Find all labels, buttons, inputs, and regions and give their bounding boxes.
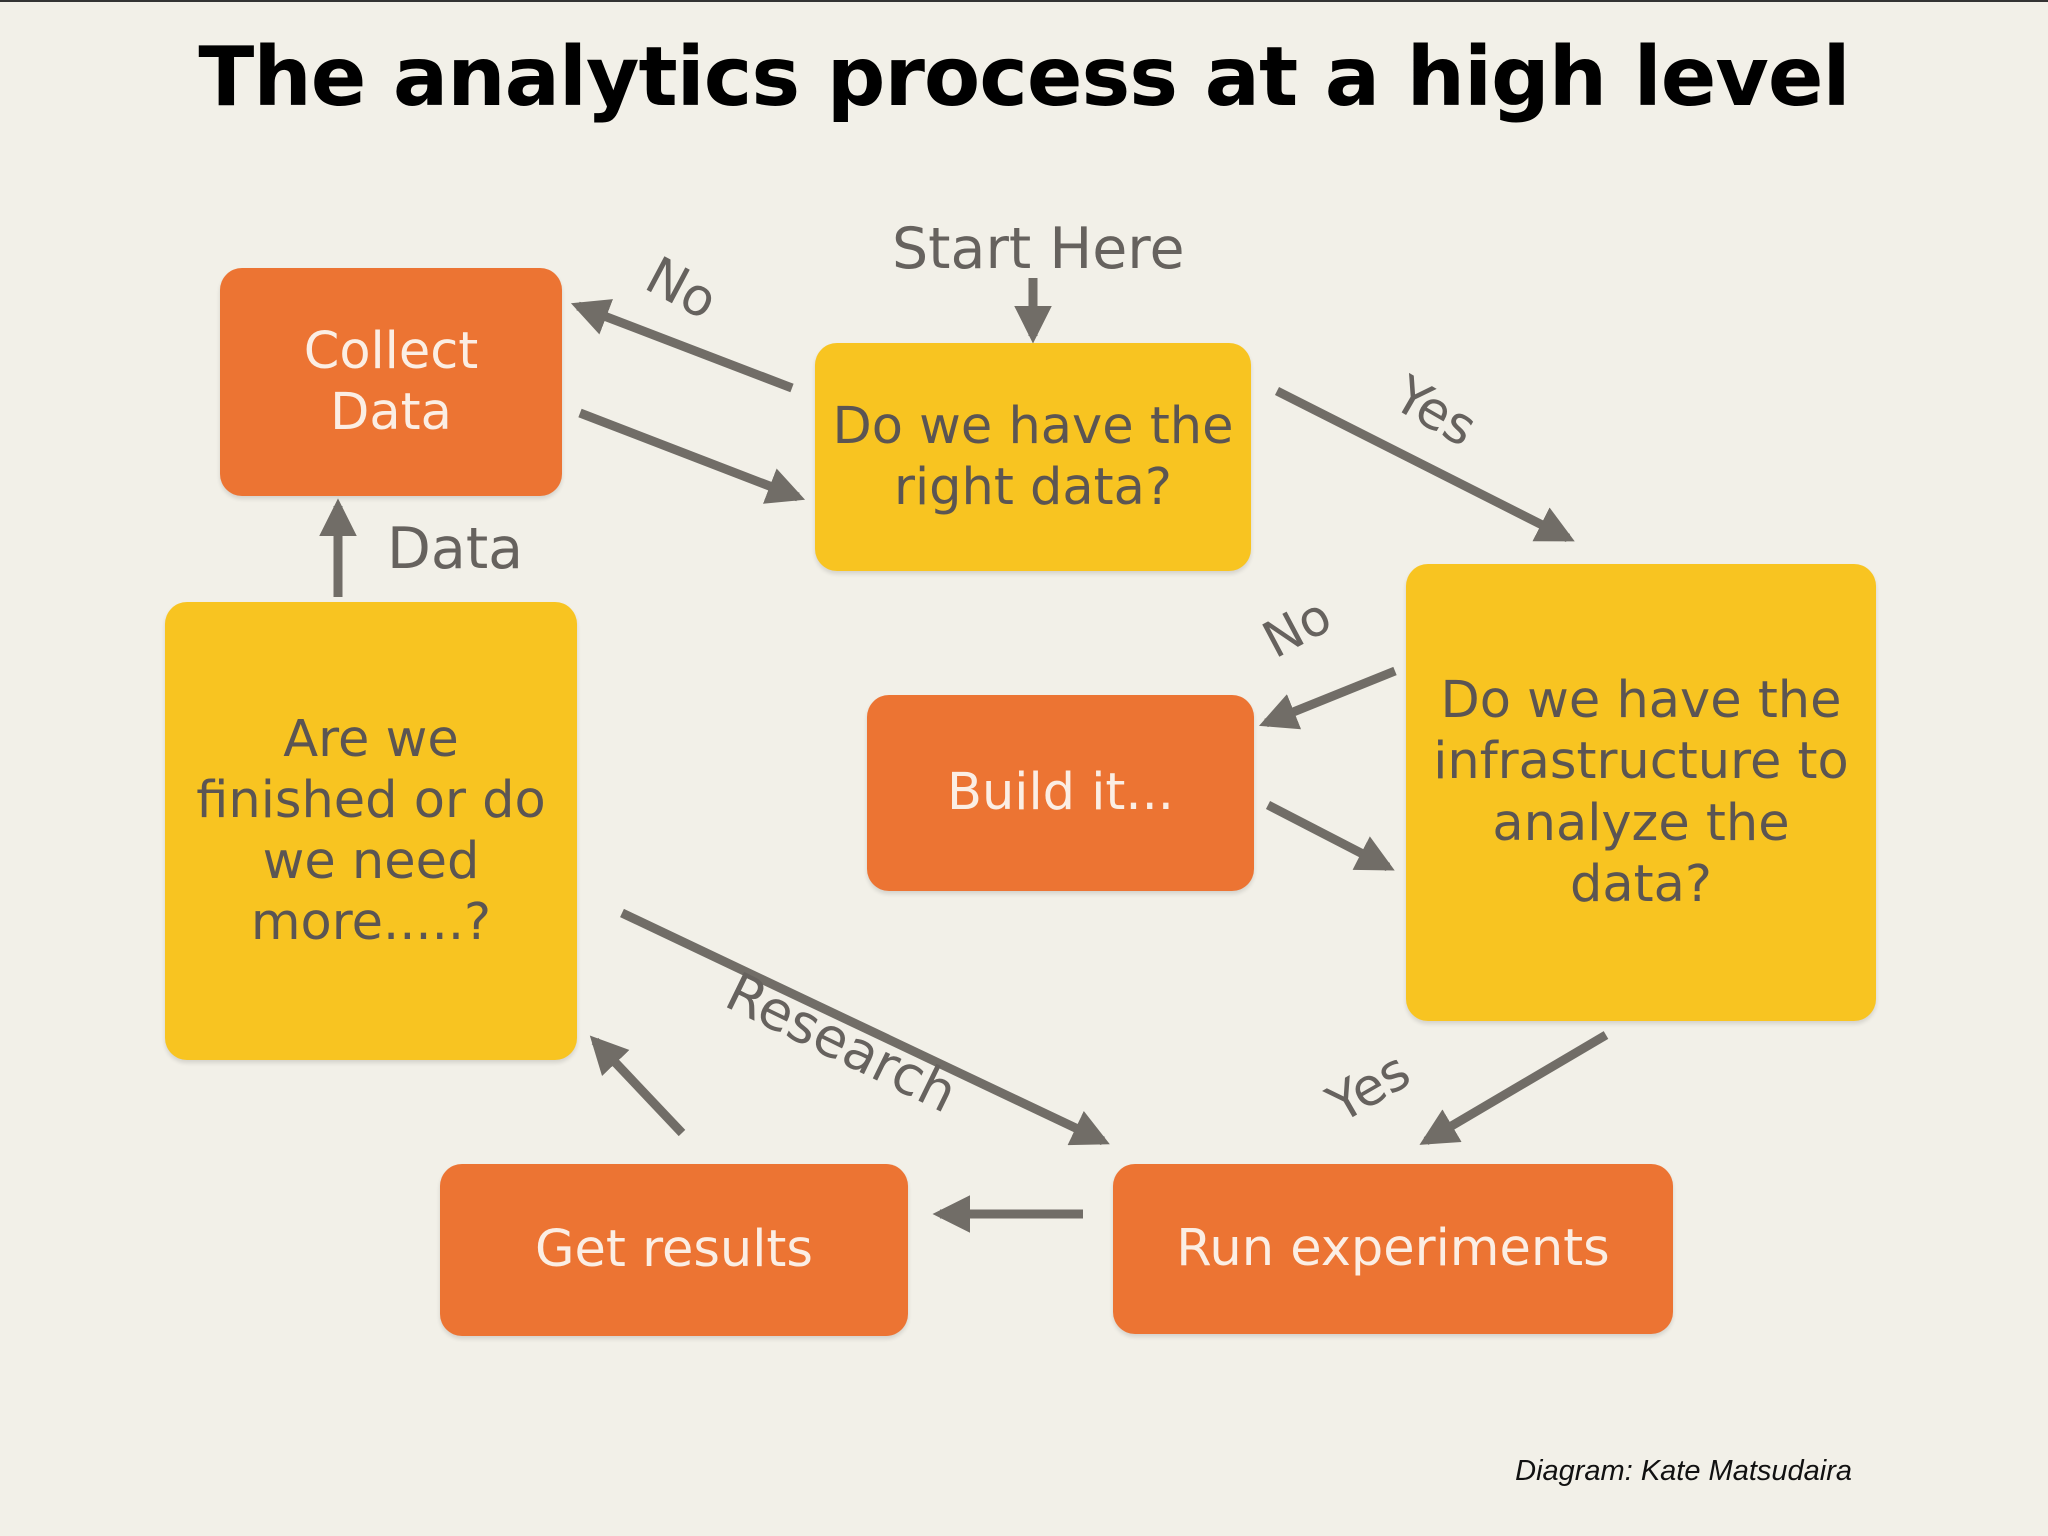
arrow-yes-to-infrastructure xyxy=(1274,386,1575,543)
diagram-credit: Diagram: Kate Matsudaira xyxy=(1515,1455,1852,1487)
top-border xyxy=(0,0,2048,2)
arrow-build-to-infrastructure xyxy=(1265,801,1395,871)
node-right-data-label: Do we have the right data? xyxy=(832,396,1234,517)
arrow-collect-to-decision xyxy=(578,408,806,504)
page-title: The analytics process at a high level xyxy=(198,30,1850,125)
node-infrastructure-label: Do we have the infrastructure to analyze… xyxy=(1433,671,1849,914)
arrow-no-to-build xyxy=(1258,666,1397,730)
arrow-research-to-run xyxy=(620,908,1110,1146)
arrow-yes-to-run xyxy=(1419,1031,1609,1145)
arrow-no-to-collect xyxy=(570,299,794,393)
node-infrastructure-decision: Do we have the infrastructure to analyze… xyxy=(1406,564,1876,1021)
node-collect-data-label: Collect Data xyxy=(303,321,479,442)
node-build-it-label: Build it... xyxy=(946,763,1175,823)
label-start-here: Start Here xyxy=(892,216,1185,282)
label-data: Data xyxy=(387,516,524,582)
node-right-data-decision: Do we have the right data? xyxy=(815,343,1251,571)
node-collect-data: Collect Data xyxy=(220,268,562,496)
node-build-it: Build it... xyxy=(867,695,1254,891)
node-get-results: Get results xyxy=(440,1164,908,1336)
node-run-experiments: Run experiments xyxy=(1113,1164,1673,1334)
node-finished-decision: Are we finished or do we need more.....? xyxy=(165,602,577,1060)
node-get-results-label: Get results xyxy=(535,1220,813,1280)
node-finished-label: Are we finished or do we need more.....? xyxy=(196,709,546,953)
arrow-results-to-finished xyxy=(589,1035,686,1137)
node-run-experiments-label: Run experiments xyxy=(1176,1219,1610,1279)
